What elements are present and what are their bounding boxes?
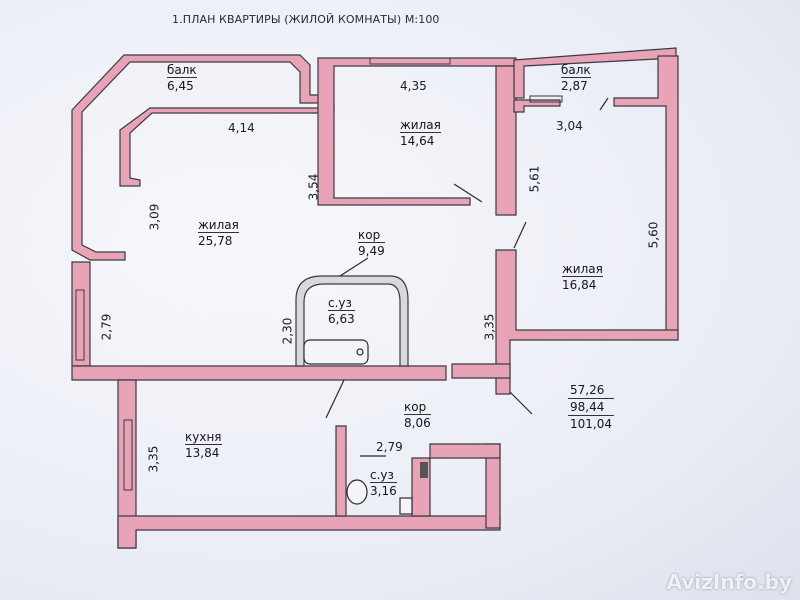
dimension-label: 3,54 (306, 173, 321, 201)
door-balcony-right (599, 97, 609, 111)
bottom-exterior-wall (117, 515, 501, 549)
room-area: 6,45 (167, 77, 197, 93)
room-balcony-left: балк 6,45 (167, 63, 197, 93)
bathtub (303, 339, 369, 365)
dimension-label: 5,60 (646, 221, 661, 249)
total-area-with-balconies: 101,04 (570, 417, 612, 431)
dimension-label: 3,35 (146, 445, 161, 473)
room-name: жилая (562, 262, 603, 276)
door-bathroom (339, 257, 369, 277)
plan-title: 1.ПЛАН КВАРТИРЫ (ЖИЛОЙ КОМНАТЫ) М:100 (172, 13, 440, 26)
room-living-large: жилая 25,78 (198, 218, 239, 248)
window-top (369, 57, 451, 65)
room-area: 9,49 (358, 242, 385, 258)
room-name: балк (561, 63, 591, 77)
room-name: с.уз (370, 468, 394, 482)
living-top-right-wall (495, 65, 517, 216)
door-living-top (453, 183, 483, 203)
dimension-label: 2,79 (376, 440, 403, 454)
dimension-label: 4,14 (228, 121, 255, 135)
room-area: 25,78 (198, 232, 239, 248)
dimension-label: 5,61 (527, 165, 542, 193)
room-name: кухня (185, 430, 222, 444)
toilet (346, 479, 368, 505)
room-name: балк (167, 63, 197, 77)
room-area: 8,06 (404, 414, 431, 430)
dimension-label: 3,04 (556, 119, 583, 133)
window-right (529, 95, 563, 103)
room-name: жилая (198, 218, 239, 232)
room-bathroom: с.уз 6,63 (328, 296, 355, 326)
room-wc: с.уз 3,16 (370, 468, 397, 498)
window-left (75, 289, 85, 361)
room-living-top: жилая 14,64 (400, 118, 441, 148)
dimension-label: 4,35 (400, 79, 427, 93)
room-kitchen: кухня 13,84 (185, 430, 222, 460)
room-area: 2,87 (561, 77, 591, 93)
room-name: кор (404, 400, 427, 414)
room-balcony-right: балк 2,87 (561, 63, 591, 93)
left-exterior-wall (71, 261, 91, 367)
kitchen-top-wall (71, 365, 447, 381)
sink (399, 497, 413, 515)
corridor-right-top (429, 443, 501, 459)
room-area: 16,84 (562, 276, 603, 292)
window-kitchen (123, 419, 133, 491)
living-large-top-wall (119, 102, 335, 187)
watermark-logo: AvizInfo.by (666, 570, 792, 594)
living-right-top-wall (513, 99, 561, 113)
door-living-right (513, 221, 527, 249)
room-area: 13,84 (185, 444, 222, 460)
door-kitchen (325, 379, 345, 419)
total-living-area: 57,26 (568, 382, 614, 399)
room-name: кор (358, 228, 381, 242)
room-corridor-top: кор 9,49 (358, 228, 385, 258)
wc-walls (335, 425, 347, 517)
corridor-stub-wall (451, 363, 511, 379)
riser (420, 462, 428, 478)
room-area: 6,63 (328, 310, 355, 326)
room-living-right: жилая 16,84 (562, 262, 603, 292)
room-area: 14,64 (400, 132, 441, 148)
dimension-label: 3,35 (482, 313, 497, 341)
bathroom-arch-wall (295, 275, 409, 367)
living-right-outer-wall (613, 55, 679, 339)
room-corridor-bottom: кор 8,06 (404, 400, 431, 430)
area-totals: 57,26 98,44 101,04 (568, 382, 614, 432)
room-name: жилая (400, 118, 441, 132)
balcony-left-outer-wall (71, 54, 321, 261)
total-area: 98,44 (568, 399, 614, 416)
living-right-bottom-wall (495, 249, 679, 395)
dimension-label: 2,30 (280, 317, 295, 345)
dimension-label: 3,09 (147, 203, 162, 231)
door-corridor (509, 391, 533, 415)
room-area: 3,16 (370, 482, 397, 498)
room-name: с.уз (328, 296, 352, 310)
balcony-right-wall (513, 47, 677, 99)
dimension-label: 2,79 (99, 313, 114, 341)
